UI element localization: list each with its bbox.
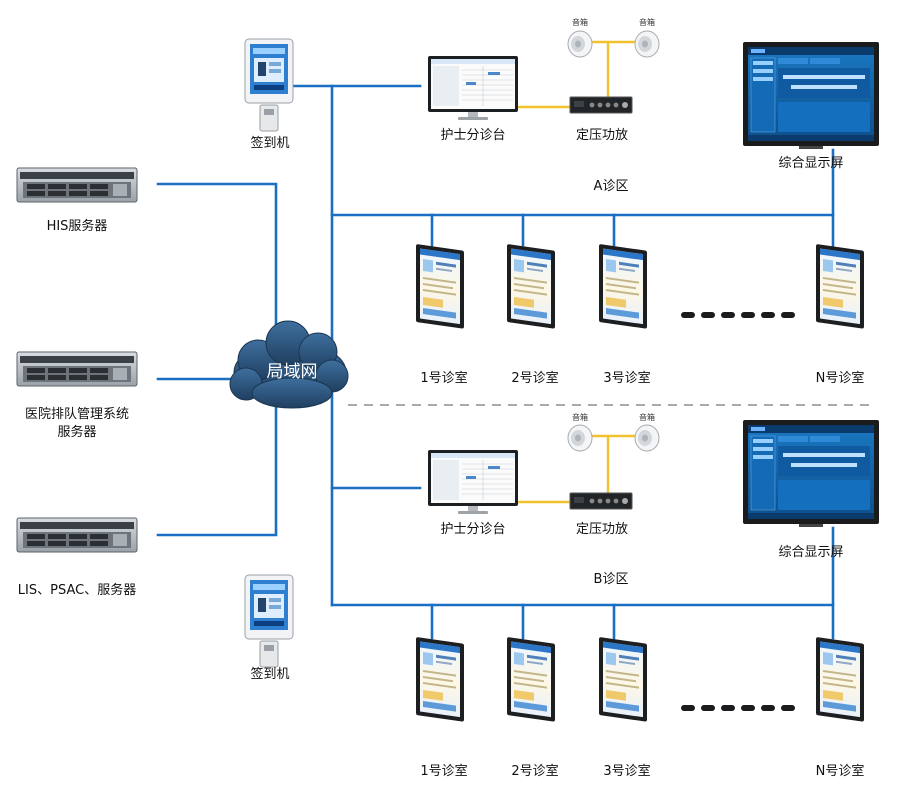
room-a-3: 3号诊室	[599, 244, 651, 386]
room-b-1: 1号诊室	[416, 637, 468, 779]
amplifier-a-label: 定压功放	[576, 128, 628, 143]
room-b-3-label: 3号诊室	[603, 763, 650, 779]
room-b-n-label: N号诊室	[816, 763, 865, 779]
tablet-icon	[816, 637, 864, 722]
cloud-label: 局域网	[267, 362, 318, 382]
queue-management-server: 医院排队管理系统 服务器	[16, 351, 138, 440]
display-b-label: 综合显示屏	[778, 545, 843, 560]
zone-a-label: A诊区	[594, 179, 629, 194]
server-icon	[16, 167, 138, 203]
amplifier-icon	[569, 492, 633, 510]
room-b-3: 3号诊室	[599, 637, 651, 779]
room-b-2-label: 2号诊室	[511, 763, 558, 779]
kiosk-a-label: 签到机	[250, 135, 289, 151]
speaker-b-left: 音箱	[567, 412, 593, 452]
tablet-icon	[599, 244, 647, 329]
monitor-icon	[427, 55, 519, 121]
ellipsis-b	[681, 705, 795, 711]
tablet-icon	[507, 637, 555, 722]
tablet-icon	[416, 637, 464, 722]
lan-cloud: 局域网	[229, 320, 349, 409]
tablet-icon	[416, 244, 464, 329]
nurse-station-a-label: 护士分诊台	[440, 128, 505, 143]
speaker-b-left-label: 音箱	[572, 412, 588, 422]
display-b: 综合显示屏	[742, 419, 880, 560]
display-icon	[742, 419, 880, 528]
lis-server-label: LIS、PSAC、服务器	[18, 582, 136, 598]
speaker-icon	[567, 424, 593, 452]
speaker-a-left: 音箱	[567, 17, 593, 58]
tablet-icon	[816, 244, 864, 329]
room-b-n: N号诊室	[816, 637, 865, 779]
zone-b-label: B诊区	[594, 572, 629, 587]
room-a-3-label: 3号诊室	[603, 370, 650, 386]
nurse-station-b-label: 护士分诊台	[440, 522, 505, 537]
speaker-icon	[567, 30, 593, 58]
speaker-a-right: 音箱	[634, 17, 660, 58]
room-a-2-label: 2号诊室	[511, 370, 558, 386]
queue-server-label-line2: 服务器	[57, 424, 96, 440]
kiosk-b-label: 签到机	[250, 666, 289, 682]
room-a-1: 1号诊室	[416, 244, 468, 386]
tablet-icon	[507, 244, 555, 329]
zone-a: 签到机 护士分诊台 定压功放 音箱 音箱 综合显示屏 A诊区 1号诊室	[244, 17, 880, 386]
monitor-icon	[427, 449, 519, 515]
display-a: 综合显示屏	[742, 41, 880, 171]
zone-b: 护士分诊台 定压功放 音箱 音箱 综合显示屏 B诊区 签到机 1号诊室	[244, 412, 880, 779]
nurse-station-b: 护士分诊台	[427, 449, 519, 537]
queue-server-label-line1: 医院排队管理系统	[25, 407, 129, 422]
room-a-n: N号诊室	[816, 244, 865, 386]
ellipsis-a	[681, 312, 795, 318]
server-icon	[16, 517, 138, 553]
his-server-label: HIS服务器	[47, 218, 108, 234]
display-a-label: 综合显示屏	[778, 156, 843, 171]
room-b-1-label: 1号诊室	[420, 763, 467, 779]
amplifier-b-label: 定压功放	[576, 522, 628, 537]
room-a-n-label: N号诊室	[816, 370, 865, 386]
amplifier-icon	[569, 96, 633, 114]
tablet-icon	[599, 637, 647, 722]
speaker-a-left-label: 音箱	[572, 17, 588, 27]
kiosk-a: 签到机	[244, 38, 294, 151]
amplifier-a: 定压功放	[569, 96, 633, 143]
cloud-icon	[229, 320, 349, 409]
room-a-2: 2号诊室	[507, 244, 559, 386]
speaker-icon	[634, 424, 660, 452]
display-icon	[742, 41, 880, 150]
room-a-1-label: 1号诊室	[420, 370, 467, 386]
speaker-icon	[634, 30, 660, 58]
lis-psac-server: LIS、PSAC、服务器	[16, 517, 138, 598]
room-b-2: 2号诊室	[507, 637, 559, 779]
kiosk-icon	[244, 574, 294, 668]
server-icon	[16, 351, 138, 387]
speaker-a-right-label: 音箱	[639, 17, 655, 27]
speaker-b-right: 音箱	[634, 412, 660, 452]
amplifier-b: 定压功放	[569, 492, 633, 537]
speaker-b-right-label: 音箱	[639, 412, 655, 422]
kiosk-icon	[244, 38, 294, 132]
nurse-station-a: 护士分诊台	[427, 55, 519, 143]
kiosk-b: 签到机	[244, 574, 294, 682]
his-server: HIS服务器	[16, 167, 138, 234]
